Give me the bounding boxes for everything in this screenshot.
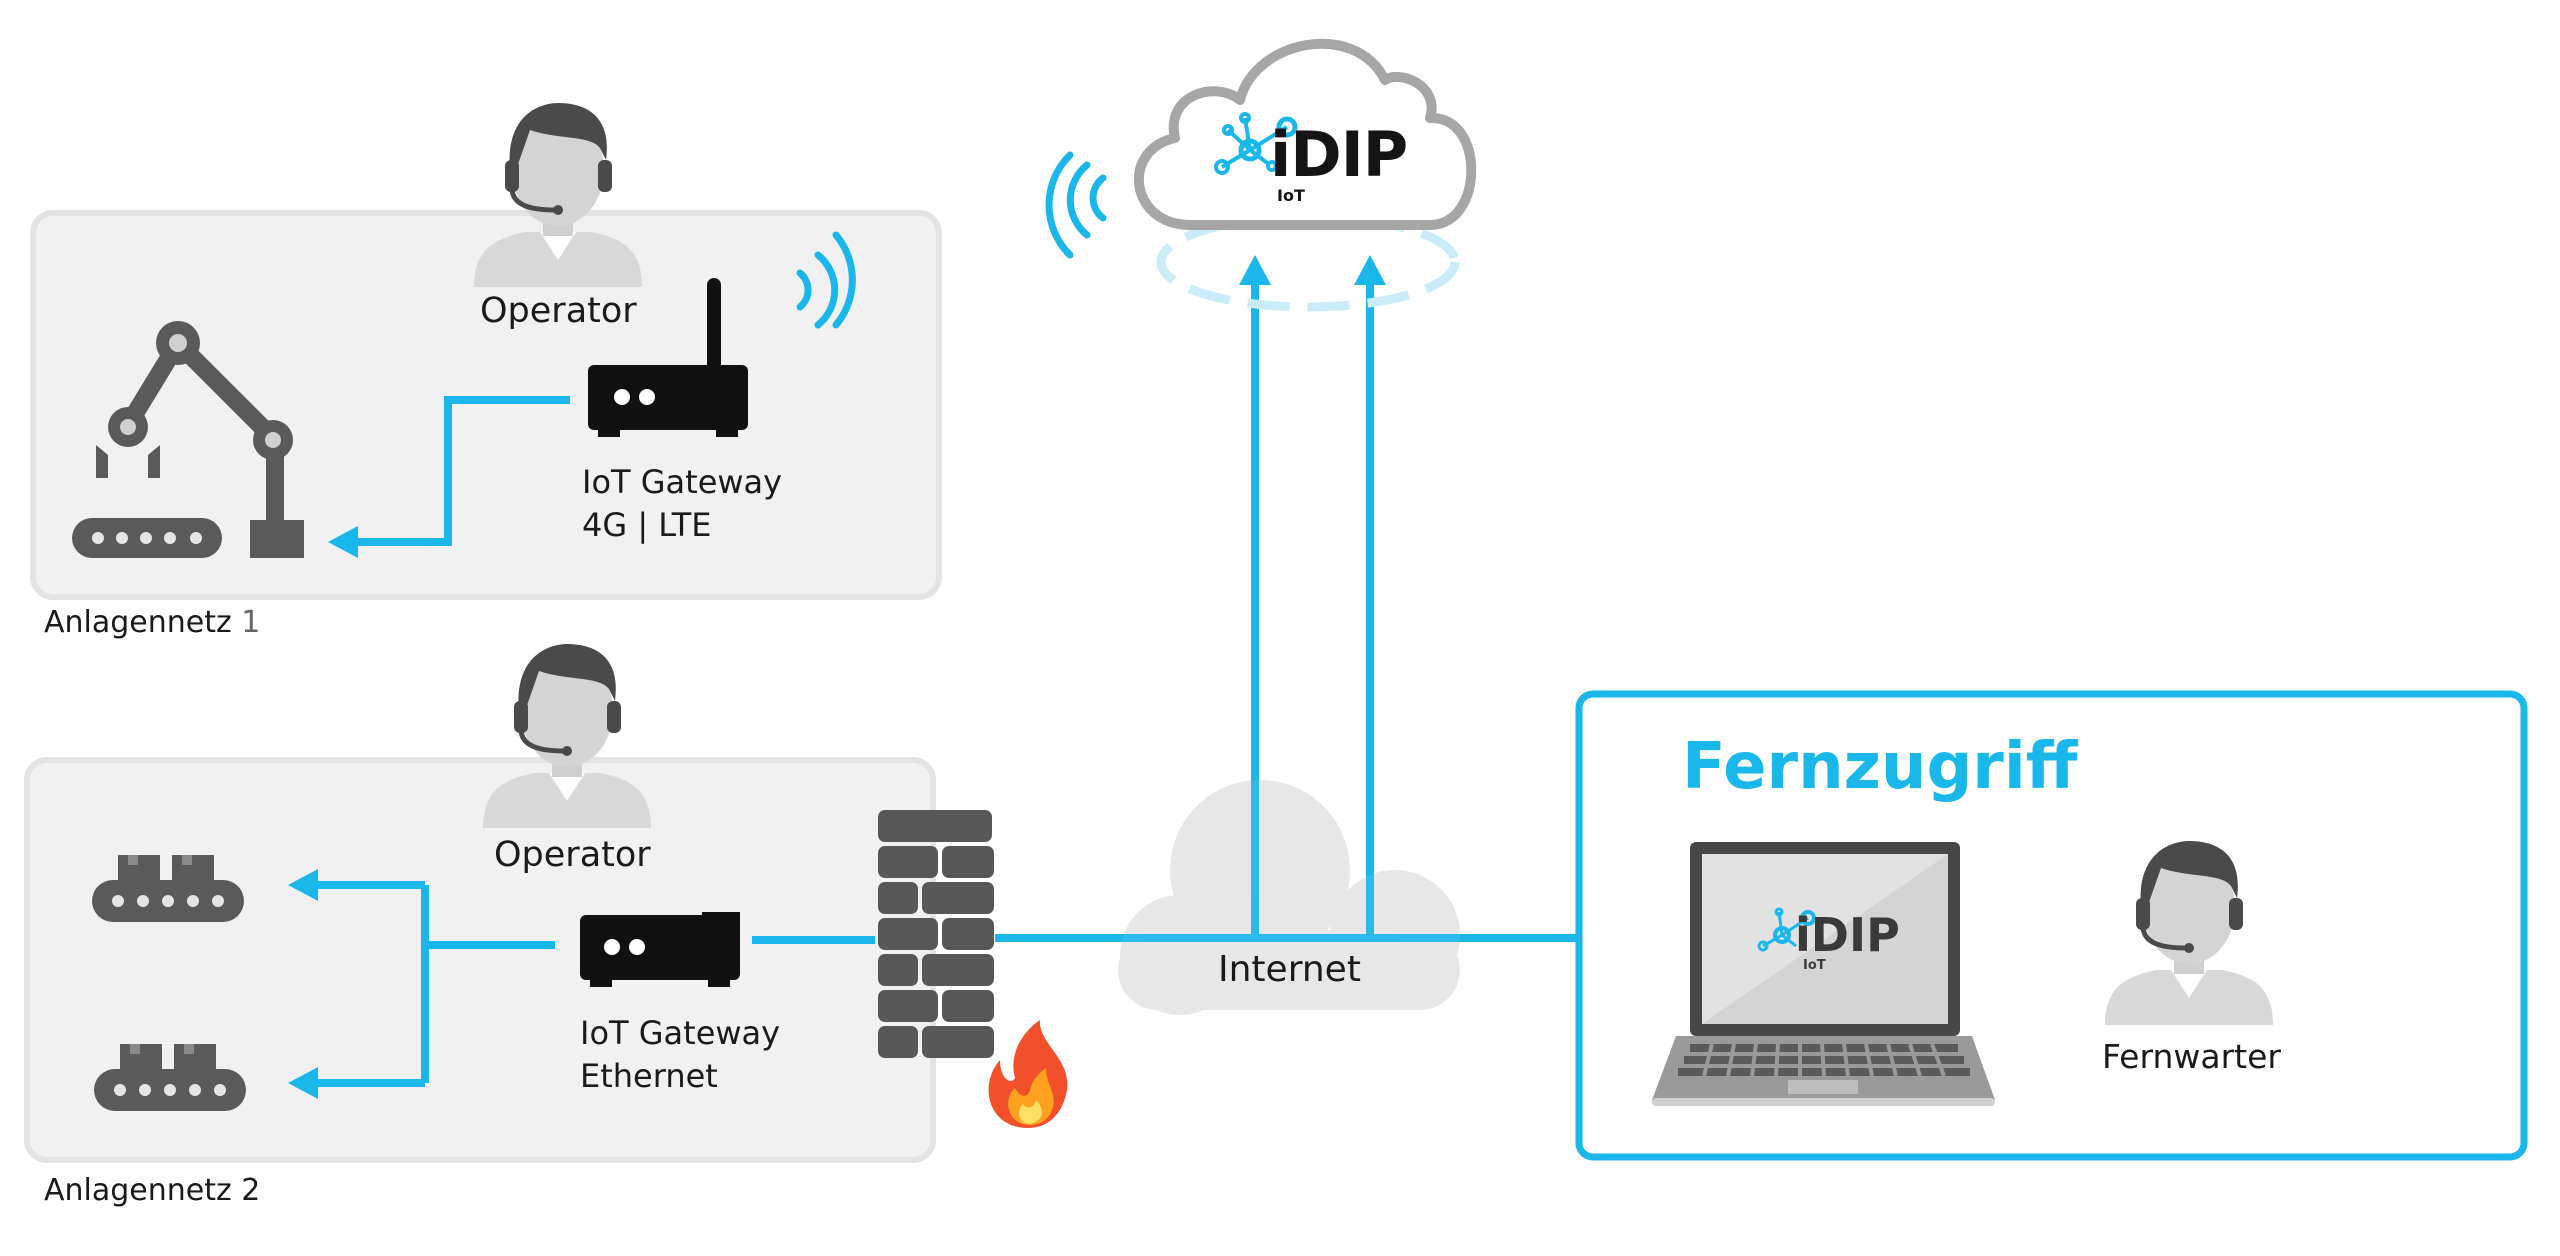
zone2-label: Anlagennetz 2 xyxy=(44,1173,261,1208)
idip-cloud-icon xyxy=(1133,38,1477,230)
idip-cloud-logo: iDIP xyxy=(1270,118,1408,191)
firewall-icon xyxy=(878,810,994,1058)
internet-label: Internet xyxy=(1218,949,1361,990)
wifi-cloud-icon xyxy=(1045,151,1107,259)
operator-2-icon xyxy=(483,644,651,828)
zone1-label-prefix: Anlagennetz xyxy=(44,605,242,640)
arrowheads xyxy=(288,255,1386,1099)
zone2-gateway-line2: Ethernet xyxy=(580,1057,718,1095)
zone1-label-number: 1 xyxy=(241,605,261,640)
fernwarter-icon xyxy=(2105,841,2273,1025)
cloud-shadow-ring xyxy=(1156,212,1460,312)
zone1-gateway-line1: IoT Gateway xyxy=(582,463,783,501)
conveyor-2-icon xyxy=(94,1044,246,1111)
router-ethernet-icon xyxy=(580,912,740,987)
idip-cloud-logo-sub: IoT xyxy=(1277,186,1305,205)
zone2-operator-label: Operator xyxy=(494,835,651,875)
zone1-operator-label: Operator xyxy=(480,291,637,331)
conveyor-icon xyxy=(72,518,222,558)
laptop-logo-sub: IoT xyxy=(1803,958,1826,973)
zone1-gateway-line2: 4G | LTE xyxy=(582,506,712,544)
conveyor-1-icon xyxy=(92,855,244,922)
zone1-label: Anlagennetz 1 xyxy=(44,604,260,642)
wifi-icon xyxy=(796,231,856,329)
remote-access-title: Fernzugriff xyxy=(1682,730,2078,804)
zone2-gateway-label: IoT Gateway Ethernet xyxy=(580,1012,780,1098)
idip-logo-glyph xyxy=(1214,112,1298,175)
laptop-logo-glyph xyxy=(1757,907,1816,952)
zone1-gateway-label: IoT Gateway 4G | LTE xyxy=(582,461,782,547)
robot-arm-icon xyxy=(96,321,304,558)
zone2-gateway-line1: IoT Gateway xyxy=(580,1014,781,1052)
fernwarter-label: Fernwarter xyxy=(2102,1037,2281,1076)
laptop-logo: iDIP xyxy=(1795,908,1900,962)
router-4g-icon xyxy=(588,278,748,437)
laptop-icon xyxy=(1652,842,1995,1106)
fire-icon xyxy=(988,1020,1068,1128)
operator-1-icon xyxy=(474,103,642,287)
